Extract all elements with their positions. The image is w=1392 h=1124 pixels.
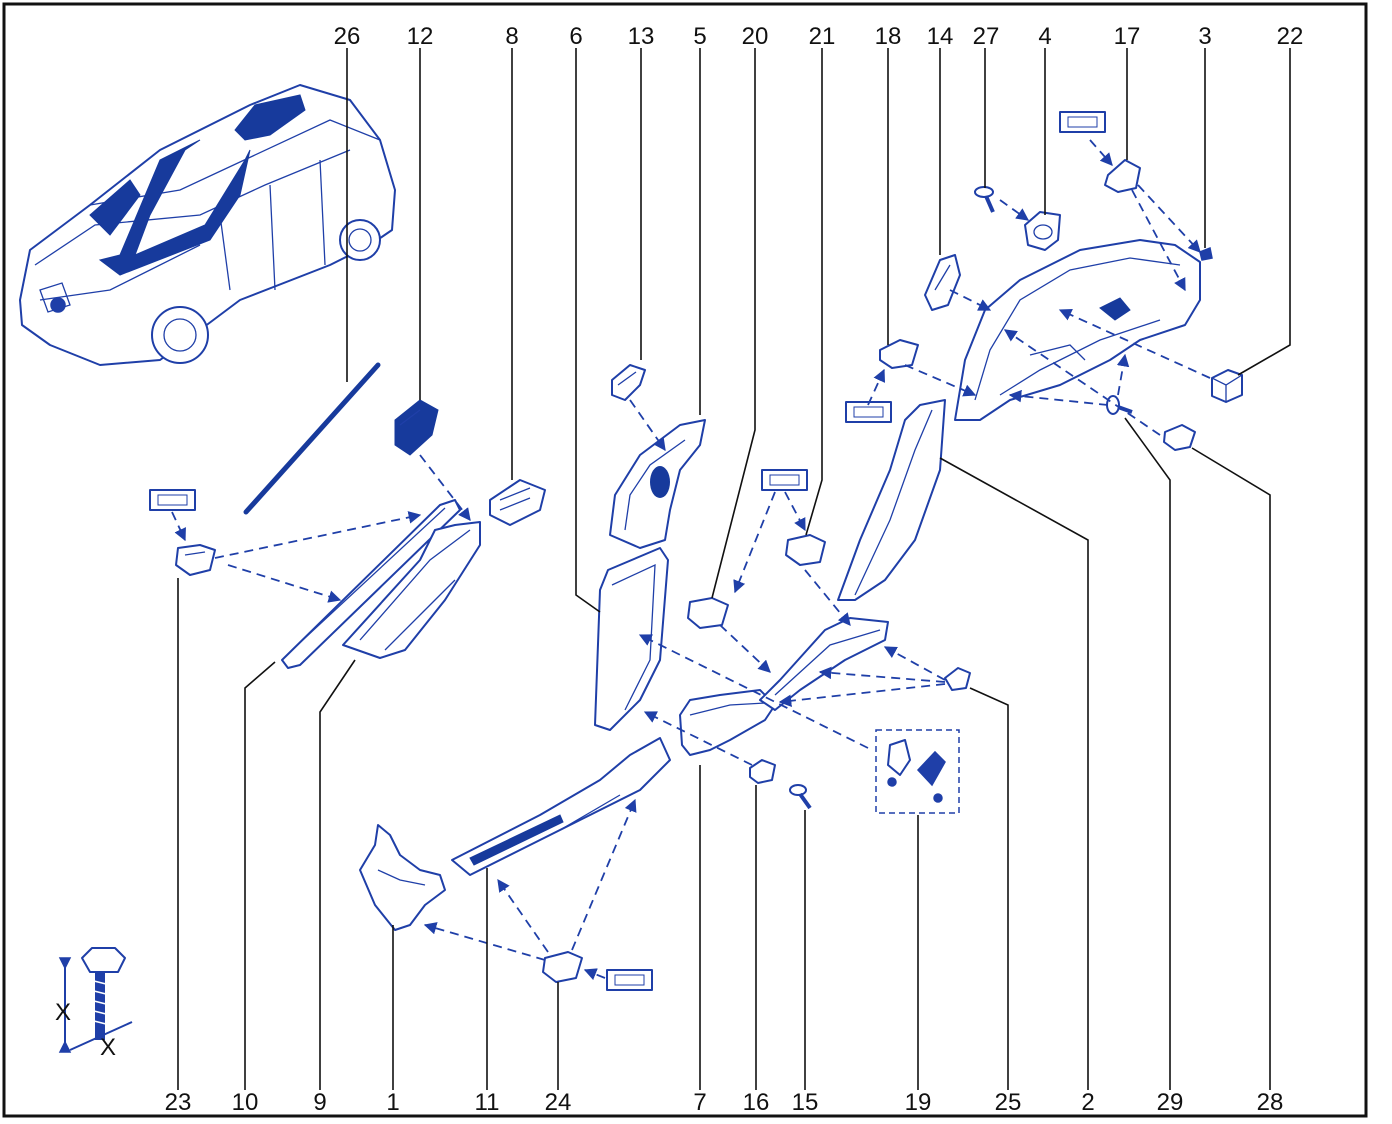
part-19-caps [875, 729, 960, 814]
part-28-clip [1163, 424, 1196, 451]
part-24-clip [542, 951, 583, 983]
part-2-c-pillar [837, 399, 946, 601]
diagram-frame [2, 2, 1368, 1118]
part-16-clip [749, 759, 776, 784]
part-14-bracket [924, 254, 961, 311]
callout-12: 12 [407, 23, 434, 50]
part-15-screw [789, 784, 812, 810]
callout-15: 15 [792, 1089, 819, 1116]
part-11-sill [451, 737, 671, 876]
callout-21: 21 [809, 23, 836, 50]
part-3-pin [1199, 246, 1213, 261]
part-20-clip [687, 597, 729, 629]
callout-19: 19 [905, 1089, 932, 1116]
part-9-pillar-trim [342, 521, 481, 659]
callout-16: 16 [743, 1089, 770, 1116]
part-1-lower-trim [359, 824, 446, 931]
callout-3: 3 [1198, 23, 1211, 50]
part-26-strip [243, 362, 381, 515]
clip-symbol-23 [149, 489, 196, 511]
part-8-bracket [489, 479, 546, 526]
part-18-clip [879, 339, 919, 369]
part-4-vent [1024, 211, 1061, 251]
callout-27: 27 [973, 23, 1000, 50]
part-27-screw [974, 186, 995, 213]
part-13-clip [611, 364, 646, 401]
part-25-sill [759, 617, 889, 711]
part-21-clip [785, 534, 826, 566]
callout-18: 18 [875, 23, 902, 50]
callout-6: 6 [569, 23, 582, 50]
callout-29: 29 [1157, 1089, 1184, 1116]
part-17-clip [1104, 159, 1141, 193]
callout-23: 23 [165, 1089, 192, 1116]
callout-9: 9 [313, 1089, 326, 1116]
callout-25: 25 [995, 1089, 1022, 1116]
callout-26: 26 [334, 23, 361, 50]
torque-label-x2: X [100, 1034, 116, 1061]
part-6-pillar [594, 547, 669, 731]
part-7-base [679, 689, 776, 756]
torque-symbol: X X [55, 947, 133, 1061]
callout-17: 17 [1114, 23, 1141, 50]
torque-label-x1: X [55, 999, 71, 1026]
callout-2: 2 [1081, 1089, 1094, 1116]
part-5-upper-pillar [609, 419, 706, 549]
callout-1: 1 [386, 1089, 399, 1116]
rear-quarter-trim [954, 239, 1201, 421]
callout-10: 10 [232, 1089, 259, 1116]
callouts-bottom: 23 10 9 1 11 24 7 16 15 19 25 2 29 28 [165, 1089, 1284, 1116]
vehicle-thumbnail [19, 84, 396, 366]
callout-22: 22 [1277, 23, 1304, 50]
part-22-block [1211, 369, 1243, 403]
callouts-top: 26 12 8 6 13 5 20 21 18 14 27 4 17 3 22 [334, 23, 1304, 50]
callout-4: 4 [1038, 23, 1051, 50]
callout-24: 24 [545, 1089, 572, 1116]
callout-13: 13 [628, 23, 655, 50]
part-29-screw [1106, 395, 1133, 415]
part-25-clip [944, 667, 971, 691]
callout-5: 5 [693, 23, 706, 50]
callout-28: 28 [1257, 1089, 1284, 1116]
clip-symbol-21 [761, 469, 808, 491]
clip-symbol-17 [1059, 111, 1106, 133]
assembly-arrows [171, 139, 1211, 981]
leader-lines [177, 48, 1291, 1090]
clip-symbol-24 [606, 969, 653, 991]
callout-7: 7 [693, 1089, 706, 1116]
callout-11: 11 [475, 1089, 500, 1116]
part-12-cap [394, 399, 439, 456]
callout-8: 8 [505, 23, 518, 50]
part-23-clip [175, 544, 216, 576]
callout-14: 14 [927, 23, 954, 50]
callout-20: 20 [742, 23, 769, 50]
